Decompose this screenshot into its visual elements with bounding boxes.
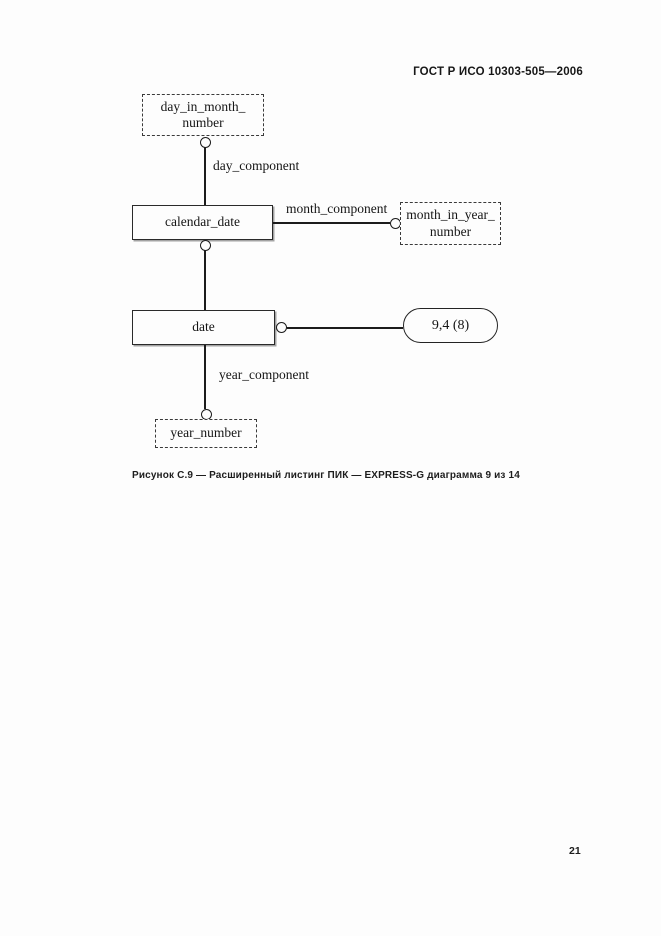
edge-subtype-line: [204, 250, 207, 310]
node-label-line2: number: [429, 223, 472, 239]
node-page-ref-oval: 9,4 (8): [403, 308, 498, 343]
node-label: calendar_date: [165, 214, 240, 230]
edge-day-component-circle: [200, 137, 211, 148]
edge-year-component-label: year_component: [219, 367, 309, 382]
figure-caption: Рисунок С.9 — Расширенный листинг ПИК — …: [132, 470, 520, 481]
edge-day-component-line: [204, 147, 206, 205]
node-year-number: year_number: [155, 419, 257, 448]
edge-page-ref-circle: [276, 322, 287, 333]
edge-year-component-line: [204, 345, 206, 409]
node-label-line1: day_in_month_: [160, 98, 246, 114]
node-label: date: [192, 319, 215, 335]
node-date: date: [132, 310, 275, 345]
document-header: ГОСТ Р ИСО 10303-505—2006: [413, 66, 583, 78]
node-label: 9,4 (8): [431, 317, 470, 333]
edge-month-component-label: month_component: [286, 201, 388, 216]
node-label-line2: number: [182, 115, 224, 130]
node-month-in-year-number: month_in_year_ number: [400, 202, 501, 245]
node-day-in-month-number: day_in_month_ number: [142, 94, 264, 136]
node-label: year_number: [170, 425, 242, 441]
page-number: 21: [569, 845, 581, 857]
node-calendar-date: calendar_date: [132, 205, 273, 240]
node-label-line1: month_in_year_: [406, 207, 495, 223]
edge-page-ref-line: [287, 327, 403, 329]
edge-day-component-label: day_component: [213, 158, 300, 173]
edge-month-component-line: [273, 222, 390, 224]
